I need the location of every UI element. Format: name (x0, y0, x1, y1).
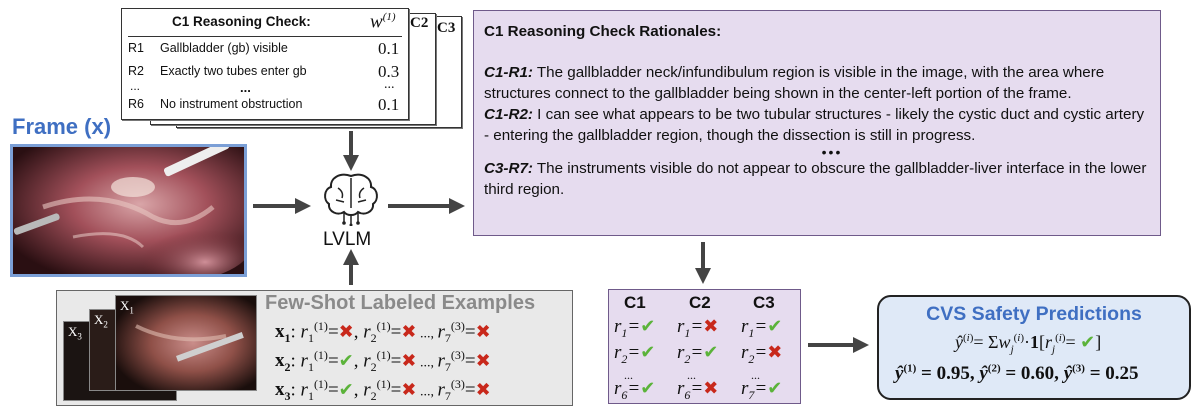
weight-header: w(1) (370, 11, 396, 33)
check-row-weight: ... (384, 77, 395, 92)
grid-cell: r7=✔ (741, 378, 783, 402)
thumb-label: X (94, 312, 104, 327)
grid-header-c2: C2 (689, 293, 711, 312)
grid-cell: r6=✔ (614, 378, 656, 402)
prediction-formula: ŷ(i)= Σwj(i)·1[rj(i)= ✔] (955, 332, 1102, 356)
cross-icon: ✖ (475, 350, 491, 372)
cross-icon: ✖ (475, 321, 491, 343)
check-icon: ✔ (767, 316, 783, 337)
thumb-label: X (68, 324, 78, 339)
example-thumb-1: X1 (115, 295, 257, 391)
rationale-item: C1-R1: The gallbladder neck/infundibulum… (484, 64, 1105, 102)
surgical-scene-image (13, 147, 244, 274)
check-icon: ✔ (640, 342, 656, 363)
check-row-id: ... (130, 79, 141, 93)
lvlm-brain-icon (320, 170, 382, 227)
example-id: x1 (275, 321, 291, 346)
checklist-header: C1 Reasoning Check: (172, 14, 311, 29)
card-tag-c2: C2 (410, 15, 429, 31)
grid-cell: r2=✔ (677, 342, 719, 366)
example-id: x3 (275, 379, 291, 404)
grid-cell: r1=✔ (741, 316, 783, 340)
check-icon: ✔ (640, 316, 656, 337)
rationale-ellipsis: ••• (821, 144, 843, 160)
cross-icon: ✖ (401, 321, 417, 343)
rationales-heading: C1 Reasoning Check Rationales: (484, 23, 722, 40)
grid-cell: r6=✖ (677, 378, 719, 402)
cross-icon: ✖ (401, 350, 417, 372)
thumb-label: X (120, 298, 130, 313)
card-tag-c3: C3 (437, 20, 456, 36)
cross-icon: ✖ (703, 316, 719, 337)
check-icon: ✔ (338, 379, 354, 401)
check-icon: ✔ (767, 378, 783, 399)
rationale-item: C3-R7: The instruments visible do not ap… (484, 160, 1147, 198)
grid-cell: r2=✔ (614, 342, 656, 366)
rationale-item: C1-R2: I can see what appears to be two … (484, 106, 1145, 144)
example-ellipsis: ..., (416, 384, 438, 400)
prediction-values: ŷ(1) = 0.95, ŷ(2) = 0.60, ŷ(3) = 0.25 (895, 363, 1139, 385)
cross-icon: ✖ (767, 342, 783, 363)
predictions-title: CVS Safety Predictions (926, 303, 1142, 325)
example-ellipsis: ..., (416, 355, 438, 371)
cross-icon: ✖ (401, 379, 417, 401)
checklist-card-c1: C1 Reasoning Check: w(1) R1 Gallbladder … (121, 8, 409, 120)
grid-header-c1: C1 (624, 293, 646, 312)
check-row-text: No instrument obstruction (160, 97, 303, 111)
frame-image (10, 144, 247, 277)
reasoning-results-grid: C1 C2 C3 r1=✔r1=✖r1=✔r2=✔r2=✔r2=✖r6=✔r6=… (608, 289, 801, 404)
frame-label: Frame (x) (12, 114, 112, 139)
grid-ellipsis: ... (624, 368, 633, 382)
cross-icon: ✖ (703, 378, 719, 399)
grid-ellipsis: ... (687, 368, 696, 382)
example-line: x1: r1(1)=✖, r2(1)=✖ ..., r7(3)=✖ (275, 319, 491, 346)
prediction-value: ŷ(2) = 0.60, (979, 363, 1064, 385)
prediction-value: ŷ(3) = 0.25 (1063, 363, 1139, 385)
check-row-id: R6 (128, 97, 144, 111)
check-row-text: ... (240, 80, 251, 95)
check-row-weight: 0.3 (378, 62, 400, 81)
lvlm-label: LVLM (323, 229, 372, 250)
example-id: x2 (275, 350, 291, 375)
fewshot-title: Few-Shot Labeled Examples (265, 292, 536, 314)
check-row-weight: 0.1 (378, 39, 400, 58)
fewshot-panel: X3 X2 X1 Few-Shot Labeled Examples x1: r… (56, 290, 573, 406)
check-row-id: R1 (128, 41, 144, 55)
rationales-panel: C1 Reasoning Check Rationales: C1-R1: Th… (473, 10, 1161, 236)
check-row-text: Exactly two tubes enter gb (160, 64, 307, 78)
predictions-panel: CVS Safety Predictions ŷ(i)= Σwj(i)·1[rj… (877, 295, 1191, 400)
example-line: x3: r1(1)=✔, r2(1)=✖ ..., r7(3)=✖ (275, 377, 491, 404)
check-icon: ✔ (338, 350, 354, 372)
cross-icon: ✖ (475, 379, 491, 401)
check-row-weight: 0.1 (378, 95, 400, 114)
grid-ellipsis: ... (751, 368, 760, 382)
grid-header-c3: C3 (753, 293, 775, 312)
cross-icon: ✖ (338, 321, 354, 343)
example-ellipsis: ..., (416, 326, 438, 342)
grid-cell: r1=✔ (614, 316, 656, 340)
check-icon: ✔ (640, 378, 656, 399)
grid-cell: r2=✖ (741, 342, 783, 366)
check-icon: ✔ (703, 342, 719, 363)
check-row-text: Gallbladder (gb) visible (160, 41, 288, 55)
grid-cell: r1=✖ (677, 316, 719, 340)
prediction-value: ŷ(1) = 0.95, (895, 363, 980, 385)
weight-header-rule (128, 36, 402, 37)
check-row-id: R2 (128, 64, 144, 78)
example-line: x2: r1(1)=✔, r2(1)=✖ ..., r7(3)=✖ (275, 348, 491, 375)
